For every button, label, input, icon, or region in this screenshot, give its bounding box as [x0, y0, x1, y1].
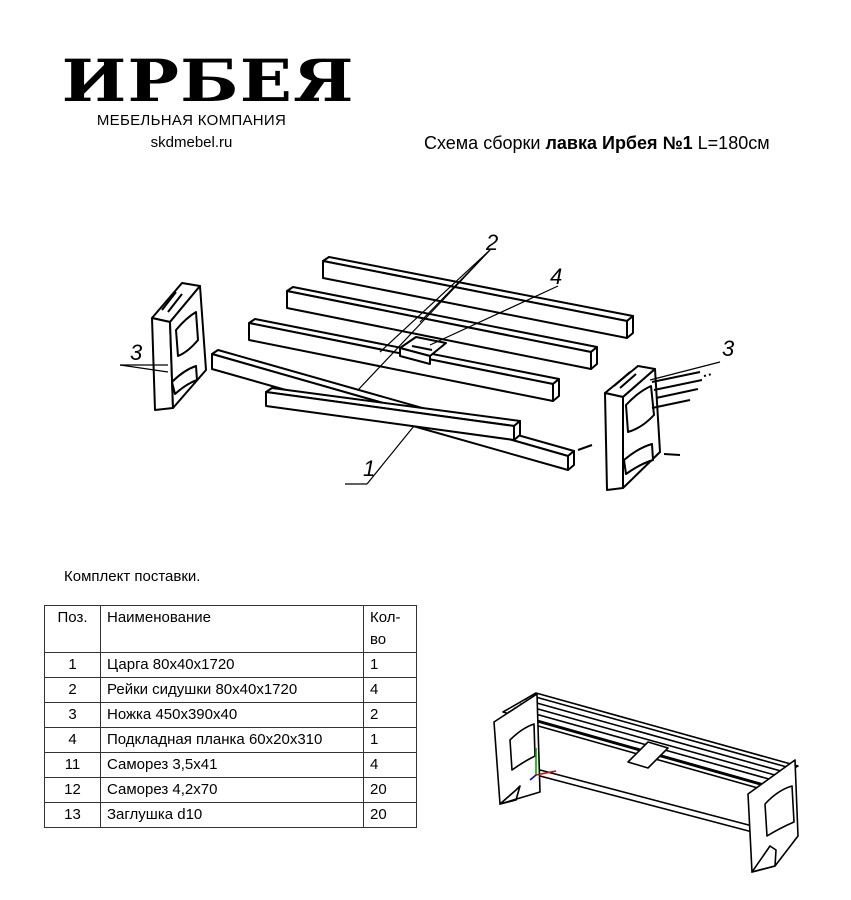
row-qty: 2: [363, 702, 417, 728]
table-header-row: Поз. Наименование Кол-во: [44, 605, 417, 653]
row-name: Саморез 4,2х70: [100, 777, 364, 803]
title-suffix: L=180см: [692, 133, 770, 153]
header-qty: Кол-во: [363, 605, 417, 653]
header-pos: Поз.: [44, 605, 101, 653]
row-qty: 20: [363, 802, 417, 828]
assembled-bench: [493, 692, 799, 873]
row-qty: 4: [363, 752, 417, 778]
row-name: Саморез 3,5х41: [100, 752, 364, 778]
seat-slat: [286, 286, 598, 370]
row-name: Подкладная планка 60х20х310: [100, 727, 364, 753]
callout-3-left: 3: [130, 340, 143, 365]
document-title: Схема сборки лавка Ирбея №1 L=180см: [424, 133, 770, 154]
row-qty: 1: [363, 652, 417, 678]
kit-label: Комплект поставки.: [64, 568, 201, 585]
left-leg: [151, 282, 207, 411]
callout-1: 1: [363, 456, 375, 481]
logo-subtitle: МЕБЕЛЬНАЯ КОМПАНИЯ: [96, 112, 287, 129]
right-leg: [604, 365, 661, 491]
row-qty: 4: [363, 677, 417, 703]
callout-3-right: 3: [722, 336, 735, 361]
header-name: Наименование: [100, 605, 364, 653]
title-product: лавка Ирбея №1: [545, 133, 693, 153]
site-url: skdmebel.ru: [150, 134, 233, 151]
screw-set: [577, 371, 713, 456]
row-pos: 3: [44, 702, 101, 728]
row-pos: 1: [44, 652, 101, 678]
row-pos: 13: [44, 802, 101, 828]
row-name: Заглушка d10: [100, 802, 364, 828]
mounting-plate: [399, 336, 447, 365]
row-name: Царга 80х40х1720: [100, 652, 364, 678]
row-qty: 20: [363, 777, 417, 803]
row-pos: 11: [44, 752, 101, 778]
apron-rail: [265, 387, 521, 441]
row-name: Рейки сидушки 80х40х1720: [100, 677, 364, 703]
logo-wordmark: ИРБЕЯ: [61, 47, 355, 115]
row-name: Ножка 450х390х40: [100, 702, 364, 728]
row-pos: 12: [44, 777, 101, 803]
row-pos: 2: [44, 677, 101, 703]
company-logo: ИРБЕЯ МЕБЕЛЬНАЯ КОМПАНИЯ: [62, 52, 354, 129]
callout-leaders: [119, 249, 721, 485]
title-prefix: Схема сборки: [424, 133, 546, 153]
callout-2: 2: [485, 230, 498, 255]
row-pos: 4: [44, 727, 101, 753]
row-qty: 1: [363, 727, 417, 753]
callout-4: 4: [550, 264, 562, 289]
